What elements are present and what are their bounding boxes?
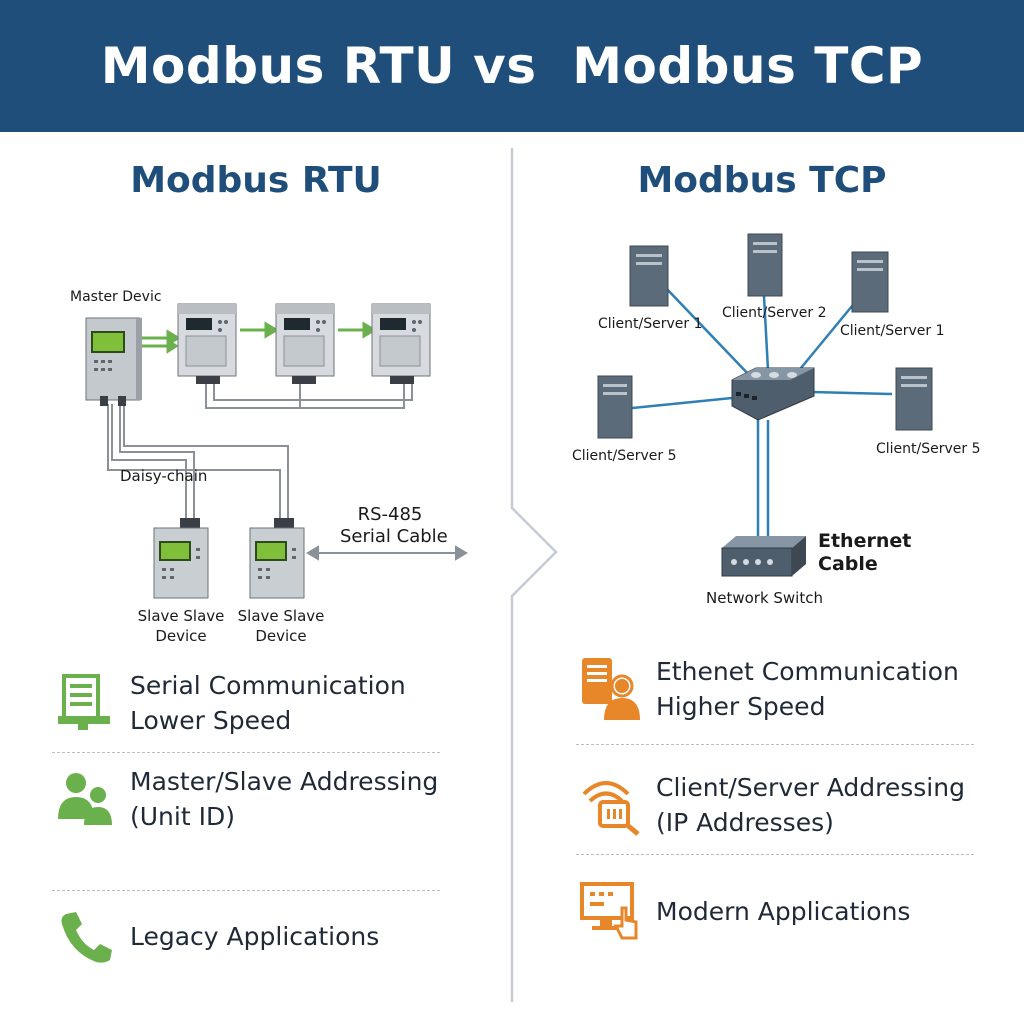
network-switch: [721, 536, 806, 577]
server-5: [895, 367, 933, 431]
rtu-feature-addressing: Master/Slave Addressing (Unit ID): [56, 764, 438, 834]
network-switch-label: Network Switch: [706, 589, 823, 607]
server-1: [629, 245, 669, 307]
header-banner: Modbus RTU vs Modbus TCP: [0, 0, 1024, 132]
slave-device-2: [249, 518, 305, 599]
page-title: Modbus RTU vs Modbus TCP: [100, 37, 924, 95]
client-server-3-label: Client/Server 1: [840, 323, 945, 339]
slave-module-2: [275, 303, 335, 384]
slave-device-1-label: Slave Slave Device: [128, 606, 234, 646]
ethernet-cable-label: Ethernet Cable: [818, 530, 911, 576]
master-device: [85, 317, 142, 406]
server-2: [747, 233, 783, 297]
rtu-separator-2: [52, 890, 440, 891]
tcp-separator-2: [576, 854, 974, 855]
tcp-feature-addressing-line1: Client/Server Addressing: [656, 773, 965, 802]
client-server-2-label: Client/Server 2: [722, 305, 827, 321]
rs485-label-line2: Serial Cable: [340, 526, 448, 547]
slave-device-2-label-line2: Device: [255, 627, 307, 645]
computer-document-icon: [58, 674, 110, 730]
server-3: [851, 251, 889, 313]
ethernet-cable-label-line1: Ethernet: [818, 530, 912, 552]
client-server-1-label: Client/Server 1: [598, 316, 703, 332]
rtu-feature-legacy-line1: Legacy Applications: [130, 921, 380, 951]
rtu-feature-addressing-line2: (Unit ID): [130, 802, 235, 831]
server-4: [597, 375, 633, 439]
tcp-feature-ethernet-line1: Ethenet Communication: [656, 657, 959, 686]
rtu-feature-serial-line1: Serial Communication: [130, 671, 406, 700]
server-user-icon: [582, 658, 640, 720]
tcp-title: Modbus TCP: [637, 160, 887, 201]
client-server-5-label: Client/Server 5: [876, 441, 981, 457]
ethernet-cable-label-line2: Cable: [818, 553, 878, 575]
rtu-feature-addressing-line1: Master/Slave Addressing: [130, 767, 439, 796]
tcp-separator-1: [576, 744, 974, 745]
tcp-feature-addressing-line2: (IP Addresses): [656, 808, 834, 837]
slave-module-1: [177, 303, 237, 384]
slave-device-2-label: Slave Slave Device: [228, 606, 334, 646]
slave-device-2-label-line1: Slave Slave: [237, 607, 325, 625]
tcp-diagram: [597, 233, 933, 577]
rtu-diagram: [85, 303, 468, 599]
rs485-label: RS-485 Serial Cable: [340, 504, 448, 548]
tcp-feature-addressing: Client/Server Addressing (IP Addresses): [578, 770, 965, 840]
daisy-chain-label: Daisy-chain: [120, 467, 208, 485]
ethernet-hub: [731, 367, 815, 421]
slave-device-1: [153, 518, 209, 599]
slave-device-1-label-line1: Slave Slave: [137, 607, 225, 625]
tcp-feature-modern: Modern Applications: [578, 880, 910, 942]
monitor-touch-icon: [580, 882, 638, 940]
master-device-label: Master Devic: [70, 289, 162, 305]
wireless-search-icon: [582, 781, 640, 836]
rtu-feature-legacy: Legacy Applications: [56, 908, 379, 964]
rtu-separator-1: [52, 752, 440, 753]
tcp-feature-ethernet-line2: Higher Speed: [656, 692, 826, 721]
client-server-4-label: Client/Server 5: [572, 448, 677, 464]
rtu-title: Modbus RTU: [130, 160, 382, 201]
rtu-feature-serial-line2: Lower Speed: [130, 706, 292, 735]
slave-module-3: [371, 303, 431, 384]
phone-icon: [61, 912, 112, 963]
rs485-label-line1: RS-485: [357, 504, 423, 525]
tcp-feature-ethernet: Ethenet Communication Higher Speed: [578, 654, 959, 724]
tcp-feature-modern-line1: Modern Applications: [656, 896, 911, 926]
users-icon: [58, 773, 112, 825]
slave-device-1-label-line2: Device: [155, 627, 207, 645]
rtu-feature-serial: Serial Communication Lower Speed: [56, 668, 406, 738]
